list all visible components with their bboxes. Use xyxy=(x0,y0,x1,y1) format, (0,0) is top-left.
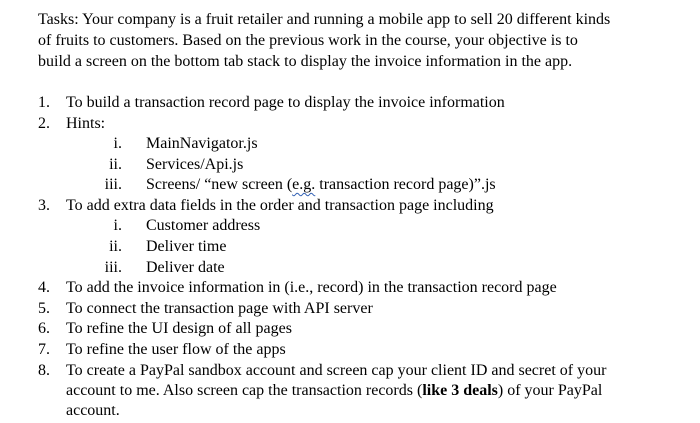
sub-list-item: MainNavigator.js xyxy=(146,135,258,152)
item-number: 1. xyxy=(38,94,50,111)
sub-list-item: Customer address xyxy=(146,217,261,234)
item-number: 2. xyxy=(38,115,50,132)
item-number: 6. xyxy=(38,320,50,337)
list-item: To refine the user flow of the apps xyxy=(66,341,286,358)
intro-line-2: of fruits to customers. Based on the pre… xyxy=(38,32,578,49)
item-number: 4. xyxy=(38,279,50,296)
sub-item-number: iii. xyxy=(104,176,122,193)
list-item: To add extra data fields in the order an… xyxy=(66,197,494,214)
item-text: ) of your PayPal xyxy=(497,382,603,399)
sub-item-number: i. xyxy=(113,135,122,152)
item-number: 7. xyxy=(38,341,50,358)
sub-item-text: transaction record page)”.js xyxy=(315,176,496,193)
sub-list-item: Deliver time xyxy=(146,238,227,255)
sub-item-number: iii. xyxy=(104,259,122,276)
sub-list-item: Services/Api.js xyxy=(146,156,244,173)
bold-text: like 3 deals xyxy=(422,382,498,399)
sub-item-number: ii. xyxy=(109,156,122,173)
sub-list-item: Deliver date xyxy=(146,259,225,276)
list-item: To create a PayPal sandbox account and s… xyxy=(66,362,607,379)
item-text: account to me. Also screen cap the trans… xyxy=(66,382,423,399)
intro-line-1: Tasks: Your company is a fruit retailer … xyxy=(38,11,611,28)
list-item: Hints: xyxy=(66,115,106,132)
sub-item-number: ii. xyxy=(109,238,122,255)
list-item: To refine the UI design of all pages xyxy=(66,320,292,337)
spellcheck-underlined-text: e.g. xyxy=(292,176,316,193)
item-number: 3. xyxy=(38,197,50,214)
item-number: 8. xyxy=(38,362,50,379)
sub-list-item: Screens/ “new screen (e.g. transaction r… xyxy=(146,175,496,195)
list-item-continued: account. xyxy=(66,402,120,419)
list-item: To add the invoice information in (i.e.,… xyxy=(66,279,557,296)
list-item: To build a transaction record page to di… xyxy=(66,94,505,111)
list-item-continued: account to me. Also screen cap the trans… xyxy=(66,381,602,401)
sub-item-number: i. xyxy=(113,217,122,234)
intro-line-3: build a screen on the bottom tab stack t… xyxy=(38,53,573,70)
sub-item-text: Screens/ “new screen ( xyxy=(146,176,293,193)
list-item: To connect the transaction page with API… xyxy=(66,300,373,317)
item-number: 5. xyxy=(38,300,50,317)
